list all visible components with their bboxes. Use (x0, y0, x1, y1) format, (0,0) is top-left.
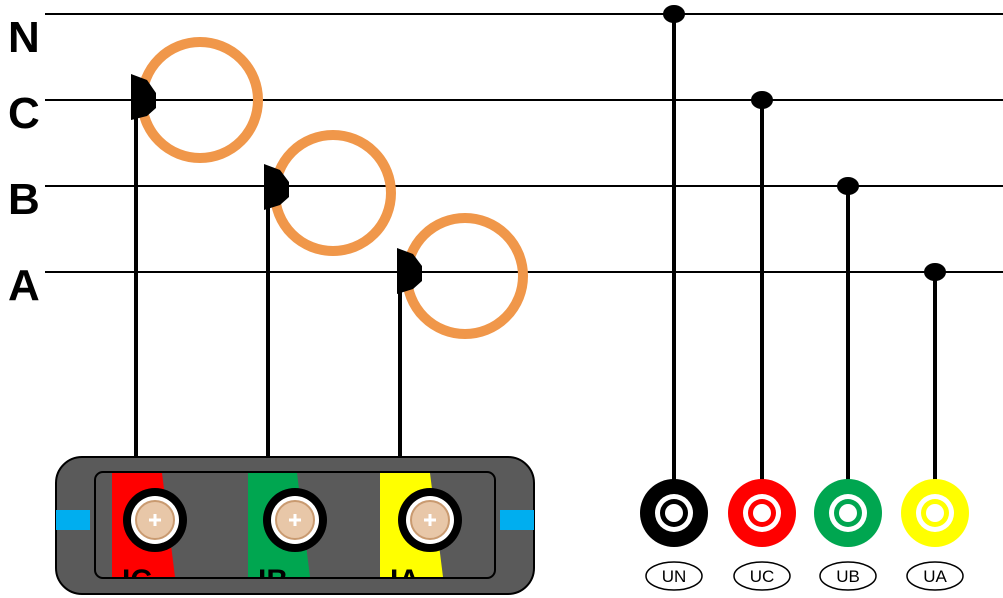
phase-label-n: N (8, 13, 40, 62)
socket-ib[interactable] (263, 488, 327, 552)
voltage-terminal-un[interactable] (640, 479, 708, 547)
socket-ic[interactable] (123, 488, 187, 552)
side-marker-right (500, 510, 534, 530)
voltage-tap-a (924, 263, 946, 281)
device-panel (94, 471, 496, 579)
voltage-leads (663, 5, 946, 490)
socket-ia[interactable] (398, 488, 462, 552)
voltage-tap-b (837, 177, 859, 195)
clamp-ring-a (402, 213, 528, 339)
clamp-head-a (397, 248, 422, 294)
clamp-ring-b (270, 130, 396, 256)
phase-label-c: C (8, 89, 40, 138)
terminal-label-uc: UC (750, 567, 775, 586)
terminal-label-un: UN (662, 567, 687, 586)
current-label-ic: IC (122, 564, 152, 597)
terminal-label-ub: UB (836, 567, 860, 586)
phase-lines (45, 13, 1003, 273)
analyzer-device: IC IB IA (55, 456, 535, 597)
current-clamps (131, 37, 528, 466)
phase-label-b: B (8, 175, 40, 224)
current-label-ia: IA (390, 564, 420, 597)
voltage-tap-c (751, 91, 773, 109)
voltage-tap-n (663, 5, 685, 23)
voltage-terminal-uc[interactable] (728, 479, 796, 547)
clamp-head-c (131, 74, 156, 120)
current-label-ib: IB (258, 564, 288, 597)
terminal-labels: UN UC UB UA (645, 561, 964, 591)
phase-label-a: A (8, 261, 40, 310)
terminal-label-ua: UA (923, 567, 947, 586)
clamp-head-b (264, 164, 289, 210)
voltage-terminal-ub[interactable] (814, 479, 882, 547)
side-marker-left (56, 510, 90, 530)
voltage-terminal-ua[interactable] (901, 479, 969, 547)
